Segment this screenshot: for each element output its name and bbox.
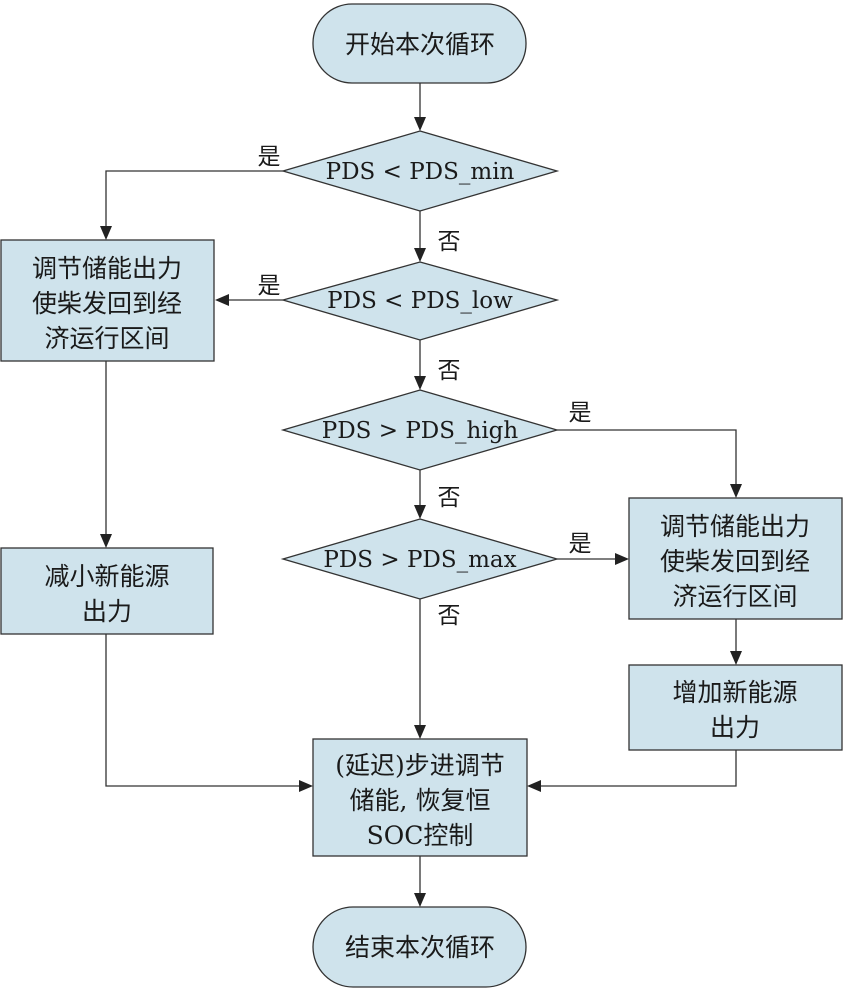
edge-increase-step [541,750,737,787]
arrowhead [730,651,742,665]
arrowhead [299,780,313,792]
arrowhead [100,534,112,548]
connectors [100,83,742,907]
decision-pds-max-label: PDS > PDS_max [323,547,516,573]
decision-pds-high [280,389,560,471]
label-d1-yes: 是 [258,144,281,170]
arrowhead [730,484,742,498]
adjust-left-line-2: 使柴发回到经 [32,289,182,318]
decision-pds-min-label: PDS < PDS_min [326,159,515,185]
decision-pds-high-label: PDS > PDS_high [322,418,519,444]
step-line-2: 储能, 恢复恒 [350,786,491,815]
increase-renewable-box [628,664,843,751]
arrowhead [100,226,112,240]
arrowhead [414,505,426,519]
arrowhead [414,725,426,739]
decision-pds-low-label: PDS < PDS_low [327,288,513,314]
edge-d1-yes [105,170,283,226]
arrowhead [615,553,629,565]
adjust-right-line-1: 调节储能出力 [660,512,810,541]
arrowhead [414,248,426,262]
arrowhead [215,294,229,306]
edge-reduce-step [105,634,299,787]
label-d2-yes: 是 [258,273,281,299]
decision-pds-low [280,261,560,341]
step-line-3: SOC控制 [367,821,474,850]
adjust-left-line-3: 济运行区间 [44,324,169,353]
label-d3-yes: 是 [569,400,592,426]
label-d4-no: 否 [438,603,461,629]
adjust-left-line-1: 调节储能出力 [32,254,182,283]
end-terminal [312,906,527,988]
arrowhead [414,893,426,907]
reduce-line-1: 减小新能源 [44,562,169,591]
increase-line-2: 出力 [710,713,760,742]
increase-line-1: 增加新能源 [672,678,797,707]
decision-pds-max [280,518,560,600]
label-d4-yes: 是 [569,531,592,557]
adjust-storage-left-box [0,239,215,362]
arrowhead [527,780,541,792]
label-d3-no: 否 [438,485,461,511]
end-label: 结束本次循环 [345,933,495,962]
step-adjust-box [312,738,528,857]
adjust-right-line-2: 使柴发回到经 [660,547,810,576]
arrowhead [414,117,426,131]
start-label: 开始本次循环 [345,30,495,59]
adjust-storage-right-box [628,497,843,620]
label-d2-no: 否 [438,358,461,384]
reduce-renewable-box [0,547,214,635]
step-line-1: (延迟)步进调节 [335,751,505,780]
reduce-line-2: 出力 [82,597,132,626]
decision-pds-min [280,130,560,212]
start-terminal [312,3,527,84]
arrowhead [414,376,426,390]
edge-d3-yes [557,429,737,484]
adjust-right-line-3: 济运行区间 [672,582,797,611]
label-d1-no: 否 [438,229,461,255]
